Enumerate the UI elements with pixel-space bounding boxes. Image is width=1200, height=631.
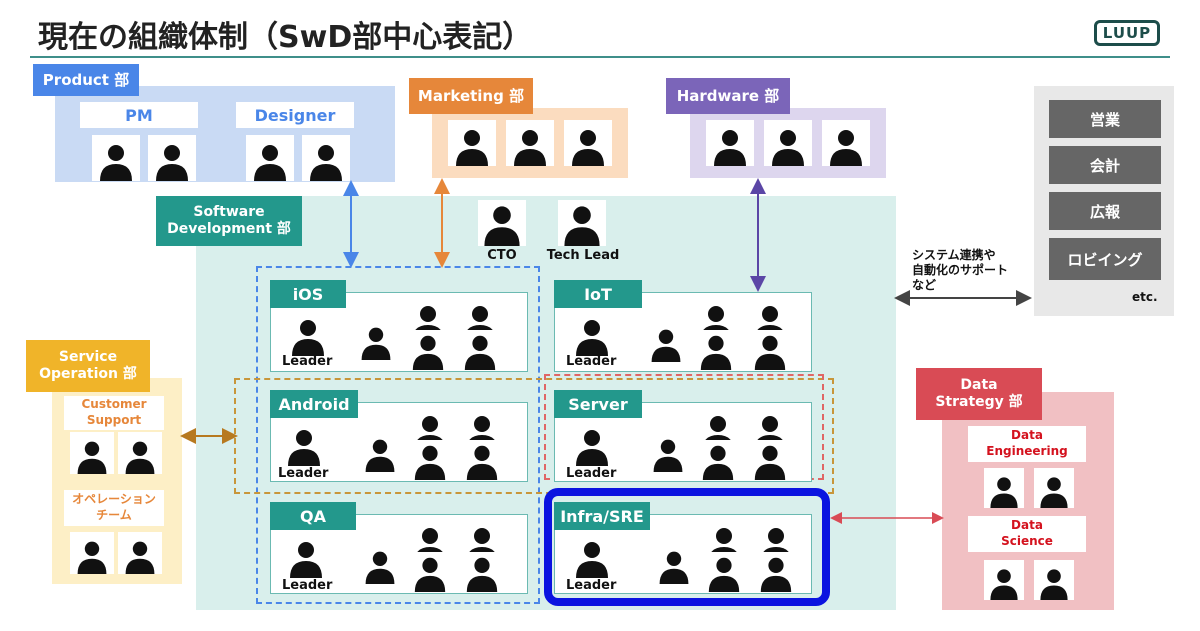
data-dept-tag: Data Strategy 部 — [916, 368, 1042, 420]
person-icon — [1034, 468, 1074, 508]
person-icon — [352, 314, 400, 360]
person-icon — [118, 532, 162, 574]
infra-team-tag: Infra/SRE — [554, 502, 650, 530]
person-icon — [650, 538, 698, 584]
person-icon — [564, 120, 612, 166]
person-icon — [302, 135, 350, 181]
leader-icon — [284, 310, 332, 356]
leader-label: Leader — [282, 354, 333, 369]
title-divider — [30, 56, 1170, 58]
person-icon — [700, 552, 748, 592]
person-icon — [746, 330, 794, 370]
person-icon — [1034, 560, 1074, 600]
software-dept-tag: Software Development 部 — [156, 196, 302, 246]
leader-icon — [280, 420, 328, 466]
product-dept-tag: Product 部 — [33, 64, 139, 96]
leader-icon — [568, 420, 616, 466]
lobbying-item: ロビイング — [1049, 238, 1161, 280]
page-title: 現在の組織体制（SwD部中心表記） — [38, 20, 533, 55]
person-icon — [746, 440, 794, 480]
person-icon — [356, 538, 404, 584]
infra-highlight-frame — [544, 488, 830, 606]
android-team-tag: Android — [270, 390, 358, 418]
leader-icon — [568, 310, 616, 356]
operation-team-label: オペレーション チーム — [64, 490, 164, 526]
person-icon — [448, 120, 496, 166]
leader-label: Leader — [566, 354, 617, 369]
person-icon — [456, 330, 504, 370]
marketing-dept-tag: Marketing 部 — [409, 78, 533, 114]
pr-item: 広報 — [1049, 192, 1161, 230]
data-engineering-label: Data Engineering — [968, 426, 1086, 462]
accounting-item: 会計 — [1049, 146, 1161, 184]
person-icon — [644, 426, 692, 472]
person-icon — [506, 120, 554, 166]
sales-item: 営業 — [1049, 100, 1161, 138]
person-icon — [822, 120, 870, 166]
person-icon — [642, 316, 690, 362]
person-icon — [406, 440, 454, 480]
support-note: システム連携や 自動化のサポート など — [912, 248, 1009, 292]
person-icon — [458, 552, 506, 592]
designer-label: Designer — [236, 102, 354, 128]
pm-label: PM — [80, 102, 198, 128]
tech-lead-label: Tech Lead — [546, 248, 620, 263]
qa-team-tag: QA — [270, 502, 356, 530]
service-dept-tag: Service Operation 部 — [26, 340, 150, 392]
leader-label: Leader — [278, 466, 329, 481]
leader-label: Leader — [282, 578, 333, 593]
person-icon — [148, 135, 196, 181]
person-icon — [458, 440, 506, 480]
tech-lead-icon — [558, 200, 606, 246]
cto-label: CTO — [487, 248, 517, 263]
mobile-group-outline — [256, 266, 540, 604]
person-icon — [92, 135, 140, 181]
customer-support-label: Customer Support — [64, 396, 164, 430]
iot-team-tag: IoT — [554, 280, 642, 308]
etc-label: etc. — [1132, 290, 1158, 304]
data-science-label: Data Science — [968, 516, 1086, 552]
person-icon — [752, 552, 800, 592]
person-icon — [70, 432, 114, 474]
person-icon — [694, 440, 742, 480]
luup-logo: LUUP — [1094, 20, 1160, 46]
person-icon — [246, 135, 294, 181]
leader-icon — [282, 532, 330, 578]
person-icon — [118, 432, 162, 474]
person-icon — [70, 532, 114, 574]
server-team-tag: Server — [554, 390, 642, 418]
cto-icon — [478, 200, 526, 246]
person-icon — [356, 426, 404, 472]
leader-label: Leader — [566, 578, 617, 593]
person-icon — [404, 330, 452, 370]
hardware-dept-tag: Hardware 部 — [666, 78, 790, 114]
person-icon — [692, 330, 740, 370]
person-icon — [984, 468, 1024, 508]
ios-team-tag: iOS — [270, 280, 346, 308]
leader-label: Leader — [566, 466, 617, 481]
person-icon — [706, 120, 754, 166]
person-icon — [984, 560, 1024, 600]
leader-icon — [568, 532, 616, 578]
person-icon — [764, 120, 812, 166]
person-icon — [406, 552, 454, 592]
